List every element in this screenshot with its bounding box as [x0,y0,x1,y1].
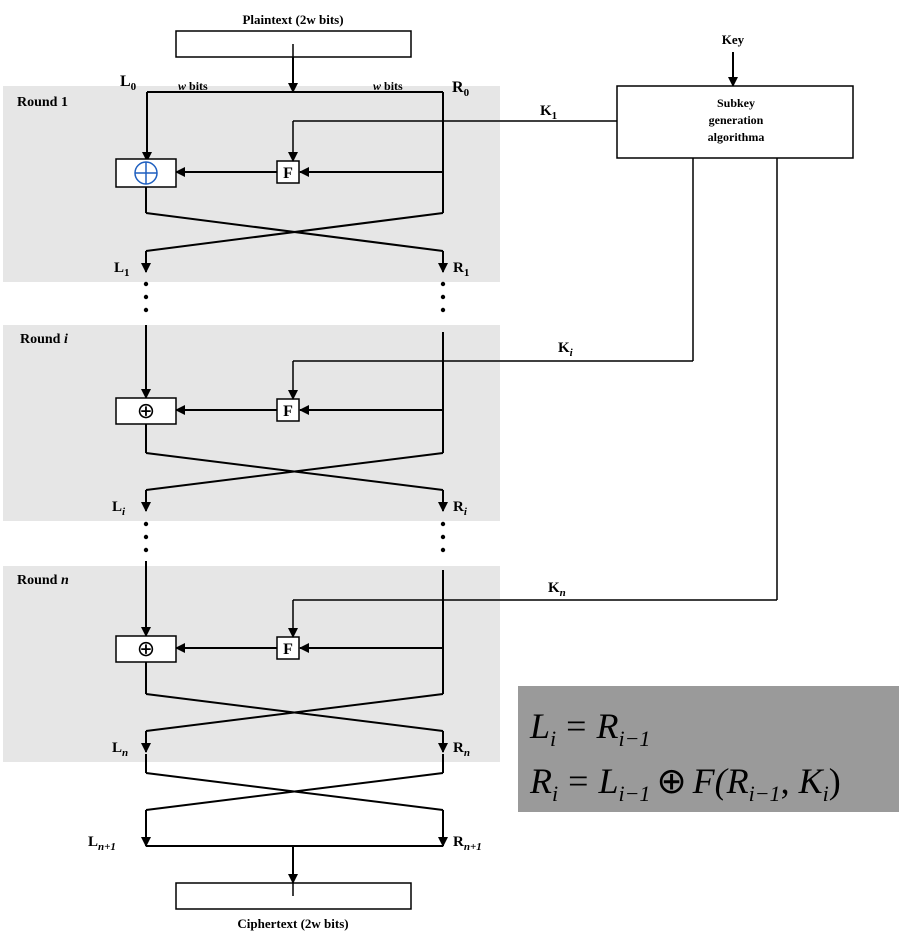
label-l1: L1 [114,260,130,279]
rn-key-label: Kn [548,580,566,599]
r1-cross-b [145,212,444,252]
svg-text:Rn: Rn [453,740,470,759]
formula-line-2: Ri=Li−1⊕F(Ri−1, Ki) [529,761,841,806]
svg-text:L0: L0 [120,73,137,93]
round-i-panel [3,325,500,521]
label-ln1: Ln+1 [88,834,116,853]
svg-text:Ri=Li−1⊕F(Ri−1, Ki): Ri=Li−1⊕F(Ri−1, Ki) [529,761,841,806]
plaintext-label: Plaintext (2w bits) [242,12,343,27]
svg-text:Rn+1: Rn+1 [453,834,482,853]
round-1-panel [3,86,500,282]
dots-left-2 [143,521,149,553]
key-label: Key [722,32,745,47]
label-ln: Ln [112,740,128,759]
subkey-line-3: algorithma [708,130,765,144]
svg-text:R1: R1 [453,260,469,279]
svg-text:Ln+1: Ln+1 [88,834,116,853]
ri-cross-b [145,452,444,491]
svg-text:Li: Li [112,499,126,518]
svg-text:L1: L1 [114,260,130,279]
svg-text:Ln: Ln [112,740,128,759]
rn-cross-b [145,693,444,732]
rn-f-label: F [283,641,293,658]
dots-left-1 [143,281,149,313]
round-1-label: Round 1 [17,95,68,110]
label-l0: L0 [120,73,137,93]
r1-xor-icon [134,161,158,185]
ri-key-label: Ki [558,340,574,359]
label-rn1: Rn+1 [453,834,482,853]
round-i-label: Round i [20,332,68,347]
formula-line-1: Li=Ri−1 [529,706,650,751]
subkey-line-2: generation [709,113,764,127]
label-li: Li [112,499,126,518]
dots-right-1 [440,281,446,313]
dots-right-2 [440,521,446,553]
subkey-line-1: Subkey [717,96,755,110]
label-r1: R1 [453,260,469,279]
label-r0: R0 [452,79,470,99]
rn-xor-icon: ⊕ [137,636,155,661]
round-n-label: Round n [17,573,69,588]
ciphertext-label: Ciphertext (2w bits) [237,916,348,931]
w-bits-right: w bits [373,79,403,93]
ri-xor-icon: ⊕ [137,398,155,423]
formula-box [518,686,899,812]
svg-text:Ri: Ri [453,499,468,518]
w-bits-left: w bits [178,79,208,93]
round-n-panel [3,566,500,762]
svg-text:Li=Ri−1: Li=Ri−1 [529,706,650,751]
r1-key-label: K1 [540,103,557,122]
final-cross-b [145,772,444,811]
label-rn: Rn [453,740,470,759]
svg-text:R0: R0 [452,79,470,99]
subkey-box [616,85,854,159]
r1-f-label: F [283,165,293,182]
ri-f-label: F [283,403,293,420]
label-ri: Ri [453,499,468,518]
